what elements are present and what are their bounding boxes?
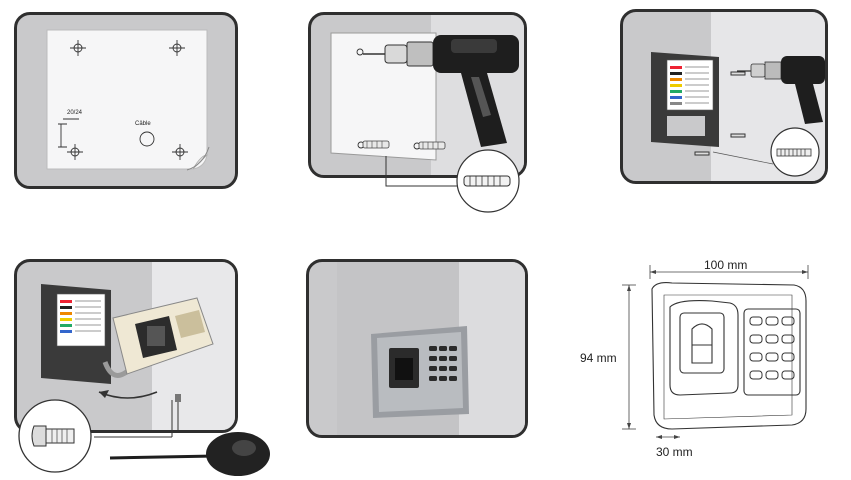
screw-zoom-icon xyxy=(776,148,812,157)
step-2-illustration xyxy=(330,15,524,175)
height-dimension-label: 94 mm xyxy=(580,351,617,365)
backplate-on-wall xyxy=(41,284,111,384)
reader-device xyxy=(112,297,214,375)
width-dimension-label: 100 mm xyxy=(704,258,748,272)
dimensions-illustration xyxy=(622,265,809,439)
template-dimension-label: 20/24 xyxy=(67,110,83,116)
screws xyxy=(694,71,746,156)
step-1-template-panel: 20/24 Câble xyxy=(14,12,238,189)
step-5-installed-panel xyxy=(306,259,528,438)
wall-plugs xyxy=(362,140,446,150)
power-drill xyxy=(363,35,519,147)
mounting-backplate xyxy=(651,52,719,147)
drill-marks xyxy=(58,40,188,160)
step-3-backplate-panel xyxy=(620,9,828,184)
power-drill-small xyxy=(737,56,825,124)
step-5-illustration xyxy=(337,262,525,435)
allen-key-icon xyxy=(109,432,270,476)
keypad-buttons xyxy=(429,346,457,381)
keypad-outline xyxy=(749,316,795,380)
dimensions-drawing: 100 mm 94 mm 30 mm xyxy=(580,255,840,470)
step-4-illustration xyxy=(41,262,235,430)
depth-dimension-label: 30 mm xyxy=(656,445,693,459)
installed-reader-device xyxy=(371,326,469,418)
template-sheet xyxy=(46,29,208,170)
step-4-fitting-panel xyxy=(14,259,238,433)
cable-hole-label: Câble xyxy=(135,121,151,127)
step-2-drilling-panel xyxy=(308,12,527,178)
step-3-illustration xyxy=(651,12,825,181)
step-1-illustration xyxy=(46,29,210,171)
device-outline xyxy=(651,282,807,430)
